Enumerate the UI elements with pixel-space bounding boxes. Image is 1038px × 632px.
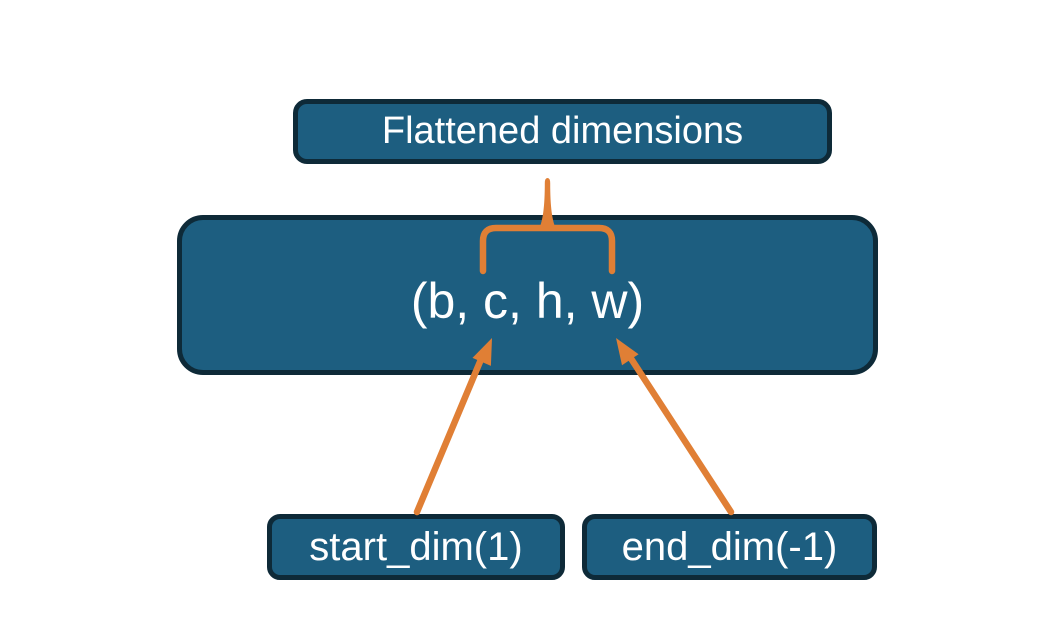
start-dim-box: start_dim(1) <box>267 514 565 580</box>
start-dim-label: start_dim(1) <box>309 524 523 569</box>
end-dim-arrow-line <box>626 353 735 516</box>
flattened-dimensions-label: Flattened dimensions <box>381 110 744 152</box>
tensor-shape-label: (b, c, h, w) <box>410 273 645 329</box>
end-dim-box: end_dim(-1) <box>582 514 877 580</box>
start-dim-arrow-line <box>413 353 486 516</box>
flattened-dimensions-box: Flattened dimensions <box>293 99 832 164</box>
tensor-shape-box: (b, c, h, w) <box>177 215 878 375</box>
end-dim-label: end_dim(-1) <box>621 524 838 569</box>
